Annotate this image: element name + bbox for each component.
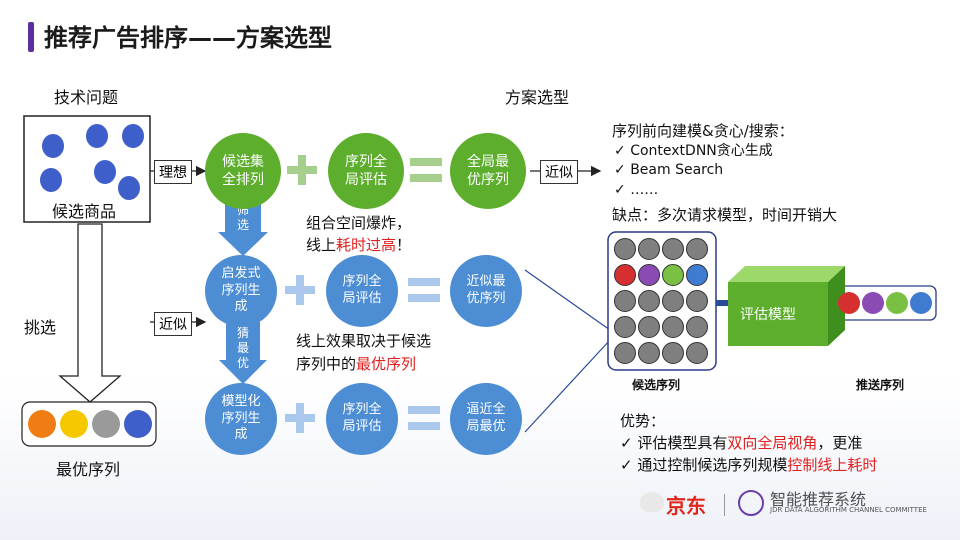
candidate-seq-dot (638, 342, 660, 364)
pick-label: 挑选 (24, 318, 57, 337)
circle-global-eval-2: 序列全 局评估 (326, 255, 398, 327)
committee-text: JDR DATA ALGORITHM CHANNEL COMMITTEE (770, 506, 927, 514)
candidate-seq-dot (686, 342, 708, 364)
best-seq-dot (124, 410, 152, 438)
title-accent-bar (28, 22, 34, 52)
equals-icon (406, 152, 446, 188)
candidate-seq-dot (662, 342, 684, 364)
guess-best-label: 猜最优 (236, 326, 249, 370)
logo-divider (724, 494, 725, 516)
filter-arrow (218, 200, 268, 256)
goods-dot (42, 134, 64, 158)
push-dot (838, 292, 860, 314)
advantage-1: ✓ 评估模型具有双向全局视角，更准 (620, 434, 863, 452)
model-cube-side (828, 266, 845, 346)
right-heading: 序列前向建模&贪心/搜索： (612, 122, 794, 140)
explosion-note-line2: 线上耗时过高！ (306, 236, 412, 254)
pick-arrow (58, 223, 122, 403)
approx-tag-right: 近似 (540, 160, 578, 184)
drawback-text: 缺点：多次请求模型，时间开销大 (612, 206, 838, 224)
right-item-3: ✓ …… (614, 182, 659, 198)
jd-logo: 京东 (666, 494, 706, 518)
push-seq-label: 推送序列 (856, 378, 905, 392)
candidate-seq-dot (662, 264, 684, 286)
circle-global-eval-1: 序列全 局评估 (328, 133, 404, 209)
explosion-note-line1: 组合空间爆炸， (306, 214, 412, 232)
best-seq-dot (28, 410, 56, 438)
candidate-seq-dot (614, 264, 636, 286)
right-item-1: ✓ ContextDNN贪心生成 (614, 143, 773, 159)
candidate-seq-dot (662, 316, 684, 338)
circle-heuristic-gen: 启发式 序列生 成 (205, 255, 277, 327)
solution-label: 方案选型 (505, 88, 570, 107)
candidate-seq-dot (638, 316, 660, 338)
jdr-logo-icon (738, 490, 764, 516)
approx-tag-left: 近似 (154, 312, 192, 336)
jd-mascot-icon (640, 492, 664, 512)
candidate-seq-dot (614, 290, 636, 312)
circle-global-eval-3: 序列全 局评估 (326, 383, 398, 455)
push-dot (910, 292, 932, 314)
model-cube-front (728, 282, 828, 346)
best-seq-dot (92, 410, 120, 438)
candidate-seq-dot (638, 290, 660, 312)
goods-dot (94, 160, 116, 184)
page-title: 推荐广告排序——方案选型 (44, 24, 332, 52)
equals-icon (404, 272, 444, 308)
candidate-seq-dot (638, 238, 660, 260)
right-item-2: ✓ Beam Search (614, 162, 724, 178)
model-label: 评估模型 (740, 307, 796, 323)
goods-dot (86, 124, 108, 148)
guess-arrow (219, 322, 267, 384)
plus-icon (284, 152, 320, 188)
advantage-2: ✓ 通过控制候选序列规模控制线上耗时 (620, 456, 878, 474)
circle-approach-optimal: 逼近全 局最优 (450, 383, 522, 455)
candidate-seq-dot (614, 342, 636, 364)
candidate-seq-dot (662, 290, 684, 312)
candidate-seq-label: 候选序列 (632, 378, 681, 392)
best-seq-box (21, 401, 157, 447)
candidate-seq-dot (686, 238, 708, 260)
model-cube-top (728, 266, 845, 282)
candidate-seq-dot (638, 264, 660, 286)
goods-dot (118, 176, 140, 200)
candidate-seq-dot (686, 264, 708, 286)
plus-icon (282, 400, 318, 436)
candidate-seq-dot (614, 316, 636, 338)
circle-full-permutation: 候选集 全排列 (205, 133, 281, 209)
candidate-seq-dot (686, 316, 708, 338)
circle-model-gen: 模型化 序列生 成 (205, 383, 277, 455)
push-dot (862, 292, 884, 314)
circle-global-optimal: 全局最 优序列 (450, 133, 526, 209)
equals-icon (404, 400, 444, 436)
goods-dot (40, 168, 62, 192)
plus-icon (282, 272, 318, 308)
candidate-goods-label: 候选商品 (52, 202, 117, 221)
ideal-tag: 理想 (154, 160, 192, 184)
candidate-seq-dot (662, 238, 684, 260)
goods-dot (122, 124, 144, 148)
candidate-seq-dot (614, 238, 636, 260)
best-seq-dot (60, 410, 88, 438)
tech-problem-label: 技术问题 (54, 88, 119, 107)
candidate-seq-dot (686, 290, 708, 312)
wechat-name: 智能推荐系统 (770, 490, 867, 509)
effect-note-line2: 序列中的最优序列 (296, 355, 417, 373)
advantage-title: 优势： (620, 412, 666, 430)
circle-approx-optimal: 近似最 优序列 (450, 255, 522, 327)
best-seq-label: 最优序列 (56, 460, 121, 479)
effect-note-line1: 线上效果取决于候选 (296, 332, 432, 350)
push-dot (886, 292, 908, 314)
